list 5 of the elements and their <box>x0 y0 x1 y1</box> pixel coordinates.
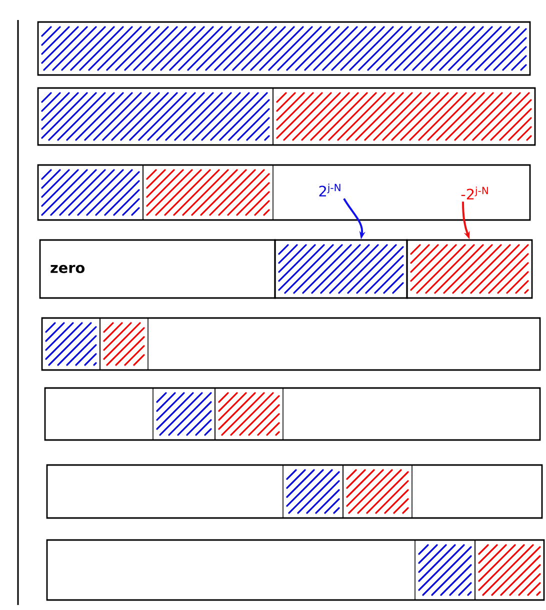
math-label: -2$^{j-N}$ <box>461 186 488 200</box>
hatched-cell <box>274 239 408 299</box>
math-label: 2$^{j-N}$ <box>319 184 340 196</box>
hatched-cell <box>406 239 533 299</box>
row-cell: zero <box>39 239 276 299</box>
